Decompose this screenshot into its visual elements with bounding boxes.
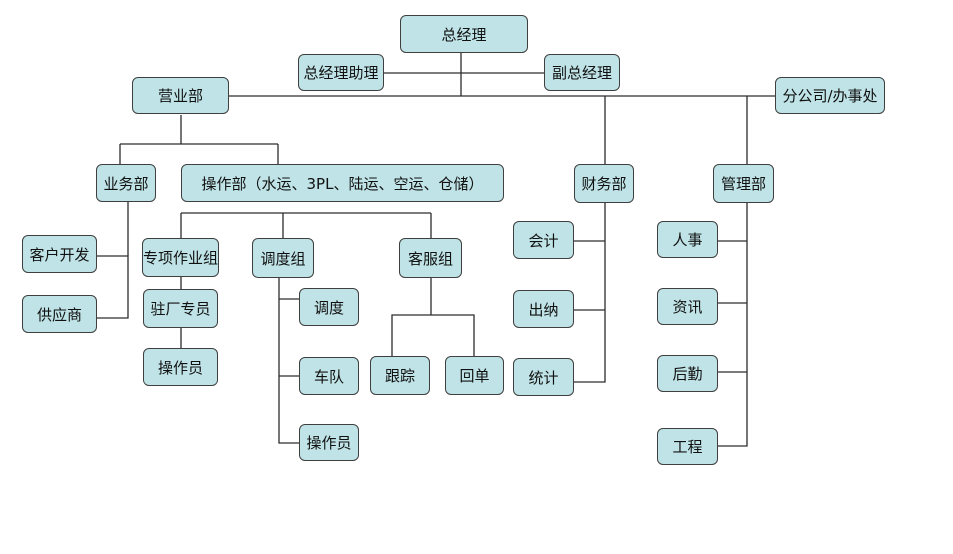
node-engineering: 工程 — [657, 428, 718, 465]
node-statistics: 统计 — [513, 358, 574, 396]
node-operations-dept: 操作部（水运、3PL、陆运、空运、仓储） — [181, 164, 504, 202]
node-management-dept: 管理部 — [713, 164, 774, 203]
node-supplier: 供应商 — [22, 295, 97, 333]
node-finance-dept: 财务部 — [574, 164, 634, 203]
node-dispatch: 调度 — [299, 288, 359, 326]
node-onsite-specialist: 驻厂专员 — [143, 289, 218, 328]
node-logistics: 后勤 — [657, 355, 718, 392]
node-accounting: 会计 — [513, 221, 574, 259]
node-return-docs: 回单 — [445, 356, 504, 395]
node-business-dept: 业务部 — [96, 164, 156, 202]
node-branch-office: 分公司/办事处 — [775, 77, 885, 114]
node-deputy-gm: 副总经理 — [544, 54, 620, 91]
node-special-ops-group: 专项作业组 — [142, 238, 219, 277]
node-client-development: 客户开发 — [22, 235, 97, 273]
node-sales-dept: 营业部 — [132, 77, 229, 114]
node-operator: 操作员 — [143, 348, 218, 386]
node-operator: 操作员 — [299, 424, 359, 461]
node-dispatch-group: 调度组 — [252, 238, 314, 278]
node-info: 资讯 — [657, 288, 718, 325]
node-hr: 人事 — [657, 221, 718, 258]
node-gm-assistant: 总经理助理 — [298, 54, 384, 91]
node-customer-service-group: 客服组 — [399, 238, 462, 278]
node-fleet: 车队 — [299, 357, 359, 395]
node-tracking: 跟踪 — [370, 356, 430, 395]
node-cashier: 出纳 — [513, 290, 574, 328]
node-general-manager: 总经理 — [400, 15, 528, 53]
